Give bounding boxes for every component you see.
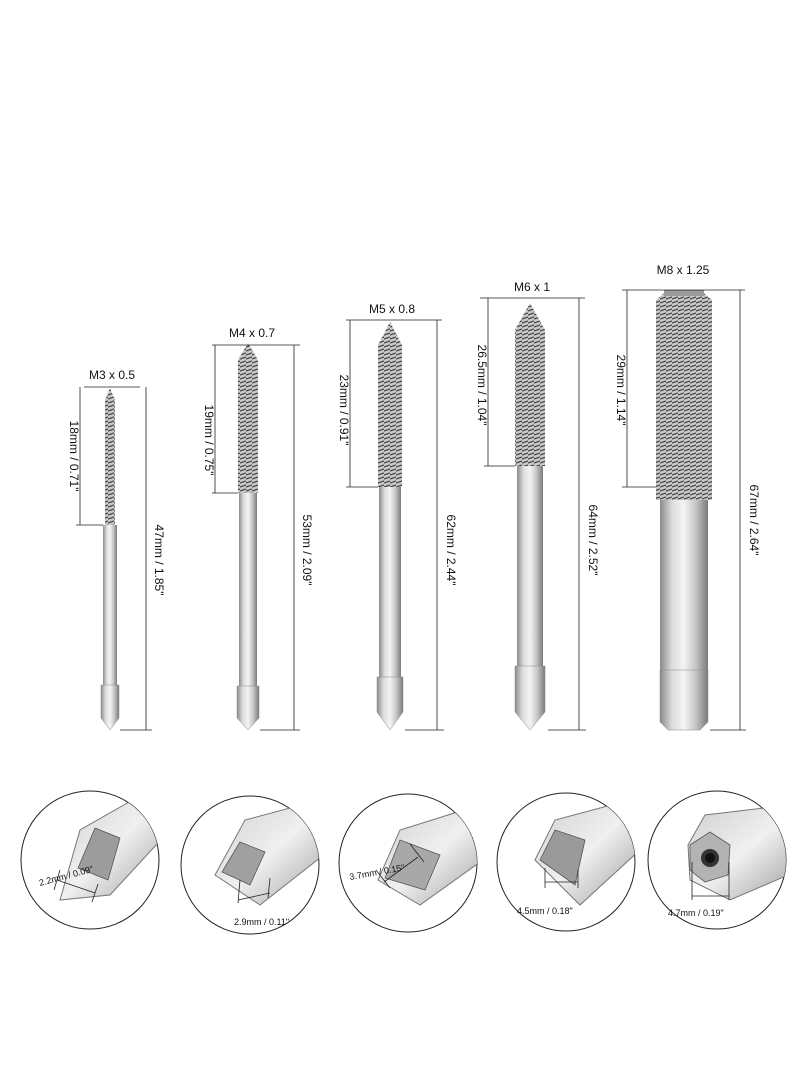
tap-m5-dims <box>346 319 444 731</box>
tap-m3-thread-length: 18mm / 0.71" <box>67 421 81 492</box>
tap-m4-size-label: M4 x 0.7 <box>229 326 275 340</box>
tap-m8-thread-length: 29mm / 1.14" <box>614 355 628 426</box>
tap-m3 <box>100 388 120 731</box>
tap-m6-thread-length: 26.5mm / 1.04" <box>475 345 489 426</box>
tap-m4-shank <box>239 493 257 686</box>
tap-m5-size-label: M5 x 0.8 <box>369 302 415 316</box>
tap-m3-total-length: 47mm / 1.85" <box>152 525 166 596</box>
tap-m8-thread <box>656 290 712 500</box>
tap-m6-total-length: 64mm / 2.52" <box>586 505 600 576</box>
shank-m8-label: 4.7mm / 0.19" <box>668 908 724 918</box>
detail-circle-m6 <box>496 792 636 932</box>
tap-m5-total-length: 62mm / 2.44" <box>444 515 458 586</box>
detail-circle-m4 <box>180 795 320 935</box>
tap-m6-size-label: M6 x 1 <box>514 280 550 294</box>
tap-m5-thread <box>378 322 402 487</box>
tap-m4-square <box>236 685 260 731</box>
tap-m8-shank <box>660 500 708 670</box>
tap-m6-square <box>514 665 546 731</box>
detail-circle-m3 <box>20 790 160 930</box>
tap-m4-thread-length: 19mm / 0.75" <box>202 405 216 476</box>
tap-m6 <box>514 303 546 731</box>
tap-m3-thread <box>105 388 115 525</box>
tap-m6-dims <box>480 297 586 731</box>
detail-circle-m5 <box>338 793 478 933</box>
tap-m5 <box>376 322 404 731</box>
tap-m8-dims <box>622 289 746 731</box>
tap-m3-square <box>100 684 120 731</box>
shank-m6-label: 4.5mm / 0.18" <box>517 906 573 916</box>
tap-m8-square <box>659 669 709 731</box>
tap-m5-thread-length: 23mm / 0.91" <box>337 375 351 446</box>
tap-m3-dims <box>76 386 152 731</box>
tap-m6-shank <box>517 466 543 666</box>
tap-m8 <box>656 290 712 731</box>
tap-m6-thread <box>515 303 545 466</box>
tap-m4-dims <box>212 344 300 731</box>
tap-m3-size-label: M3 x 0.5 <box>89 368 135 382</box>
tap-m4 <box>236 343 260 731</box>
tap-m3-shank <box>103 525 117 685</box>
tap-m8-size-label: M8 x 1.25 <box>657 263 710 277</box>
tap-m8-total-length: 67mm / 2.64" <box>747 485 761 556</box>
tap-m5-square <box>376 676 404 731</box>
tap-m5-shank <box>379 487 401 677</box>
shank-m4-label: 2.9mm / 0.11" <box>234 917 289 927</box>
tap-m4-total-length: 53mm / 2.09" <box>300 515 314 586</box>
tap-m4-thread <box>238 343 258 493</box>
detail-circle-m8 <box>647 790 787 930</box>
